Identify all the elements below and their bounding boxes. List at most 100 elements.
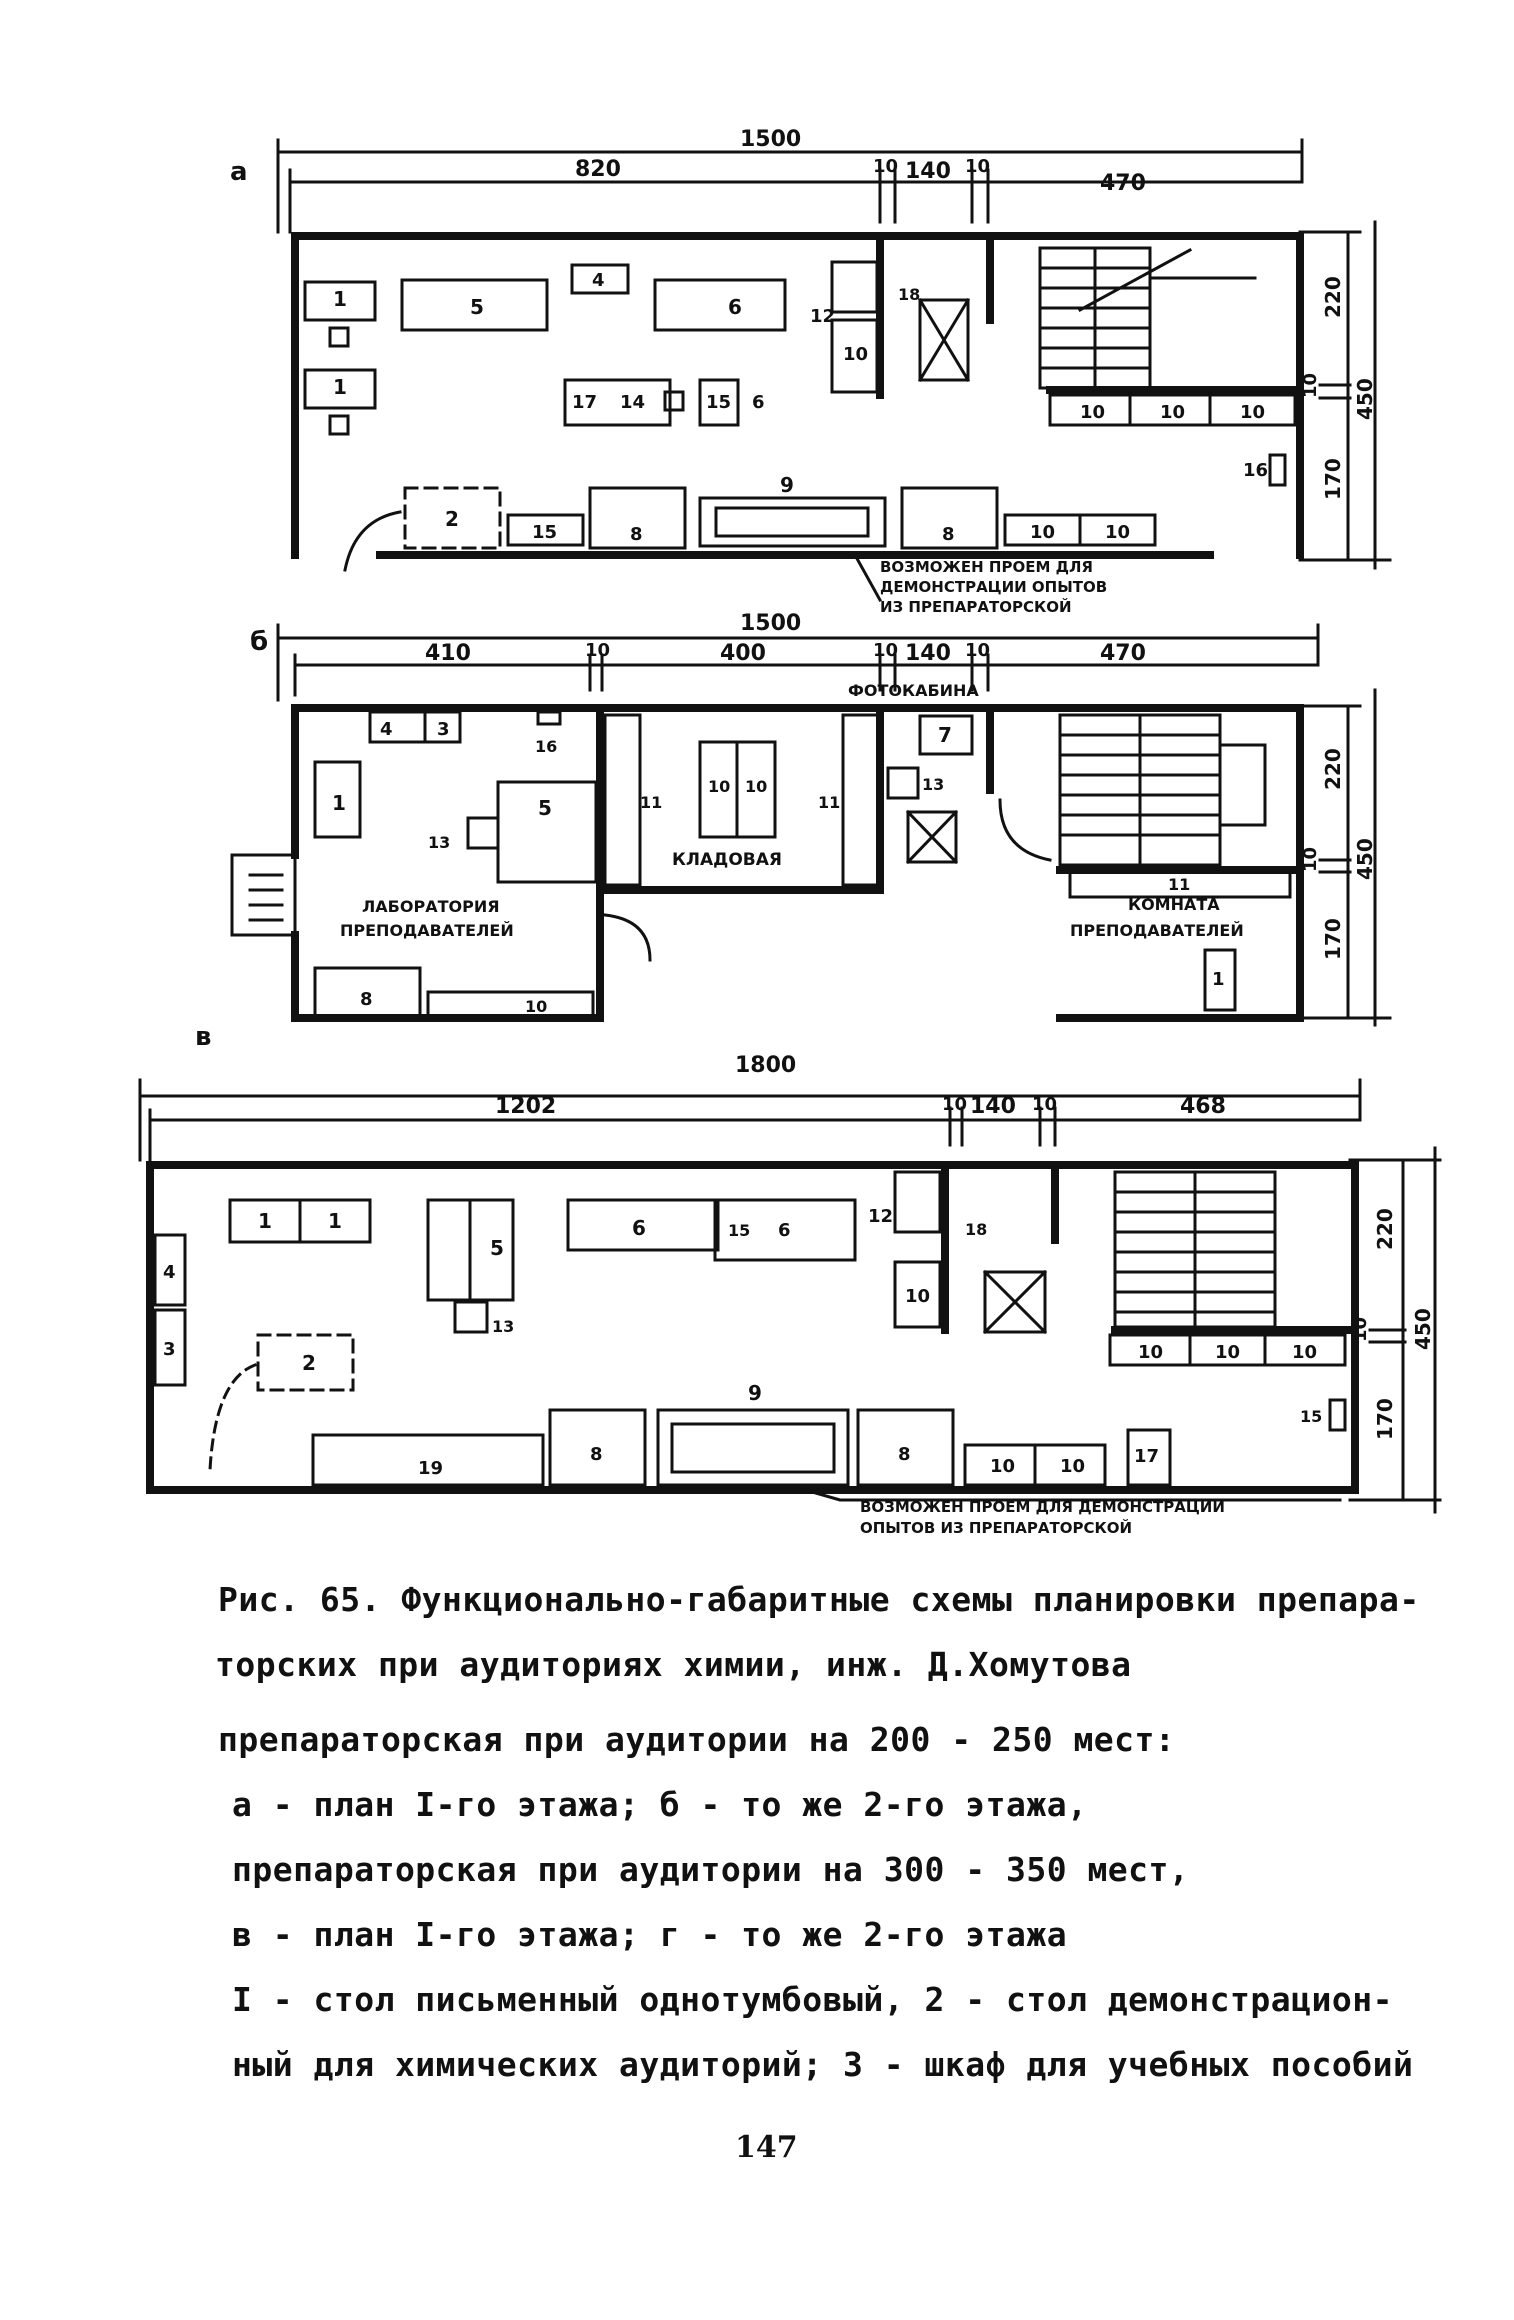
plan-b-item: 13: [922, 775, 944, 794]
plan-a-item: 10: [1105, 522, 1130, 543]
plan-a-dim-470: 470: [1100, 171, 1146, 196]
figure-caption-line: препараторская при аудитории на 200 - 25…: [218, 1720, 1176, 1759]
page-number: 147: [735, 2130, 798, 2165]
plan-c-dim-total: 1800: [735, 1053, 796, 1078]
plan-c-item: 2: [302, 1351, 316, 1375]
plan-c-dim-468: 468: [1180, 1094, 1226, 1119]
plan-a-dim-220: 220: [1321, 276, 1345, 318]
plan-c-item: 10: [1215, 1342, 1240, 1363]
floor-plans-figure: а 1500 820 10 140 10 470 220 10 450 170 …: [138, 127, 1442, 1537]
plan-b-dim-10b: 10: [873, 640, 898, 661]
plan-c-item: 10: [1138, 1342, 1163, 1363]
plan-c-item: 10: [1292, 1342, 1317, 1363]
plan-a-item: 10: [843, 344, 868, 365]
plan-c-dim-10a: 10: [942, 1094, 967, 1115]
plan-c-item: 13: [492, 1317, 514, 1336]
plan-c-letter: в: [195, 1022, 211, 1052]
plan-c-item: 18: [965, 1220, 987, 1239]
plan-a-item: 10: [1030, 522, 1055, 543]
plan-a-item: 4: [592, 270, 605, 291]
plan-c-dim-1202: 1202: [495, 1094, 556, 1119]
plan-b-item: 10: [708, 777, 730, 796]
plan-a-item: 1: [333, 287, 347, 311]
plan-c-item: 1: [258, 1209, 272, 1233]
figure-caption-line: а - план I-го этажа; б - то же 2-го этаж…: [232, 1785, 1088, 1824]
plan-b-room-label: КОМНАТА: [1128, 895, 1220, 914]
plan-b-item: 3: [437, 719, 450, 740]
plan-b-dim-140: 140: [905, 641, 951, 666]
plan-b-dim-470: 470: [1100, 641, 1146, 666]
plan-a-item: 15: [706, 392, 731, 413]
plan-a-item: 10: [1240, 402, 1265, 423]
plan-c-dim-220: 220: [1373, 1208, 1397, 1250]
plan-a-item: 6: [728, 295, 742, 319]
plan-a-dim-820: 820: [575, 157, 621, 182]
plan-b-item: 1: [1212, 969, 1225, 990]
plan-b-lab-label: ЛАБОРАТОРИЯ: [362, 897, 500, 916]
plan-c-item: 17: [1134, 1446, 1159, 1467]
plan-c-item: 5: [490, 1236, 504, 1260]
plan-a-item: 8: [630, 524, 643, 545]
plan-b-item: 11: [1168, 875, 1190, 894]
plan-a-dim-total: 1500: [740, 127, 801, 152]
plan-b-item: 5: [538, 796, 552, 820]
plan-c-note-line: ОПЫТОВ ИЗ ПРЕПАРАТОРСКОЙ: [860, 1518, 1132, 1537]
plan-b-lab-label: ПРЕПОДАВАТЕЛЕЙ: [340, 921, 514, 940]
plan-a-dim-10a: 10: [873, 156, 898, 177]
plan-c-dim-10: 10: [1350, 1317, 1371, 1342]
plan-c-item: 1: [328, 1209, 342, 1233]
plan-b-item: 1: [332, 791, 346, 815]
plan-c-item: 10: [990, 1456, 1015, 1477]
plan-a-item: 10: [1080, 402, 1105, 423]
plan-a-dim-10b: 10: [965, 156, 990, 177]
plan-a-item: 6: [752, 392, 765, 413]
plan-a-dim-170: 170: [1321, 458, 1345, 500]
figure-caption-line: препараторская при аудитории на 300 - 35…: [232, 1850, 1190, 1889]
plan-c-item: 12: [868, 1206, 893, 1227]
plan-a-item: 8: [942, 524, 955, 545]
plan-b-dim-10c: 10: [965, 640, 990, 661]
plan-b-item: 10: [745, 777, 767, 796]
plan-b-dim-10a: 10: [585, 640, 610, 661]
plan-a-note-line: ИЗ ПРЕПАРАТОРСКОЙ: [880, 597, 1072, 616]
plan-a-item: 15: [532, 522, 557, 543]
figure-caption-line: I - стол письменный однотумбовый, 2 - ст…: [232, 1980, 1393, 2019]
plan-a-dim-450: 450: [1353, 378, 1377, 420]
plan-a-dim-10: 10: [1300, 373, 1321, 398]
figure-caption-line: Рис. 65. Функционально-габаритные схемы …: [218, 1580, 1420, 1619]
plan-a-item: 9: [780, 473, 794, 497]
plan-b: [230, 623, 1392, 1027]
plan-a: [276, 138, 1392, 603]
plan-b-item: 10: [525, 997, 547, 1016]
plan-b-dim-400: 400: [720, 641, 766, 666]
plan-c-dim-10b: 10: [1032, 1094, 1057, 1115]
plan-c-item: 10: [905, 1286, 930, 1307]
plan-c-note-line: ВОЗМОЖЕН ПРОЕМ ДЛЯ ДЕМОНСТРАЦИИ: [860, 1498, 1225, 1516]
plan-b-item: 4: [380, 719, 393, 740]
plan-b-dim-220: 220: [1321, 748, 1345, 790]
plan-a-item: 18: [898, 285, 920, 304]
plan-b-item: 16: [535, 737, 557, 756]
plan-b-storeroom-label: КЛАДОВАЯ: [672, 850, 782, 870]
plan-b-dim-170: 170: [1321, 918, 1345, 960]
plan-c-item: 6: [632, 1216, 646, 1240]
plan-c-item: 15: [728, 1221, 750, 1240]
plan-c-item: 19: [418, 1458, 443, 1479]
figure-caption-line: торских при аудиториях химии, инж. Д.Хом…: [215, 1645, 1132, 1684]
plan-a-note-line: ДЕМОНСТРАЦИИ ОПЫТОВ: [880, 578, 1107, 596]
plan-b-item: 7: [938, 723, 952, 747]
figure-caption-line: в - план I-го этажа; г - то же 2-го этаж…: [232, 1915, 1068, 1954]
plan-c: [138, 1078, 1442, 1514]
plan-b-item: 11: [640, 793, 662, 812]
plan-b-letter: б: [250, 627, 268, 657]
plan-b-item: 11: [818, 793, 840, 812]
plan-c-item: 3: [163, 1339, 176, 1360]
plan-b-room-label: ПРЕПОДАВАТЕЛЕЙ: [1070, 921, 1244, 940]
plan-c-item: 8: [898, 1444, 911, 1465]
plan-a-letter: а: [230, 157, 248, 187]
plan-b-item: 8: [360, 989, 373, 1010]
plan-b-dim-410: 410: [425, 641, 471, 666]
plan-b-dim-total: 1500: [740, 611, 801, 636]
plan-c-item: 4: [163, 1262, 176, 1283]
plan-c-item: 8: [590, 1444, 603, 1465]
